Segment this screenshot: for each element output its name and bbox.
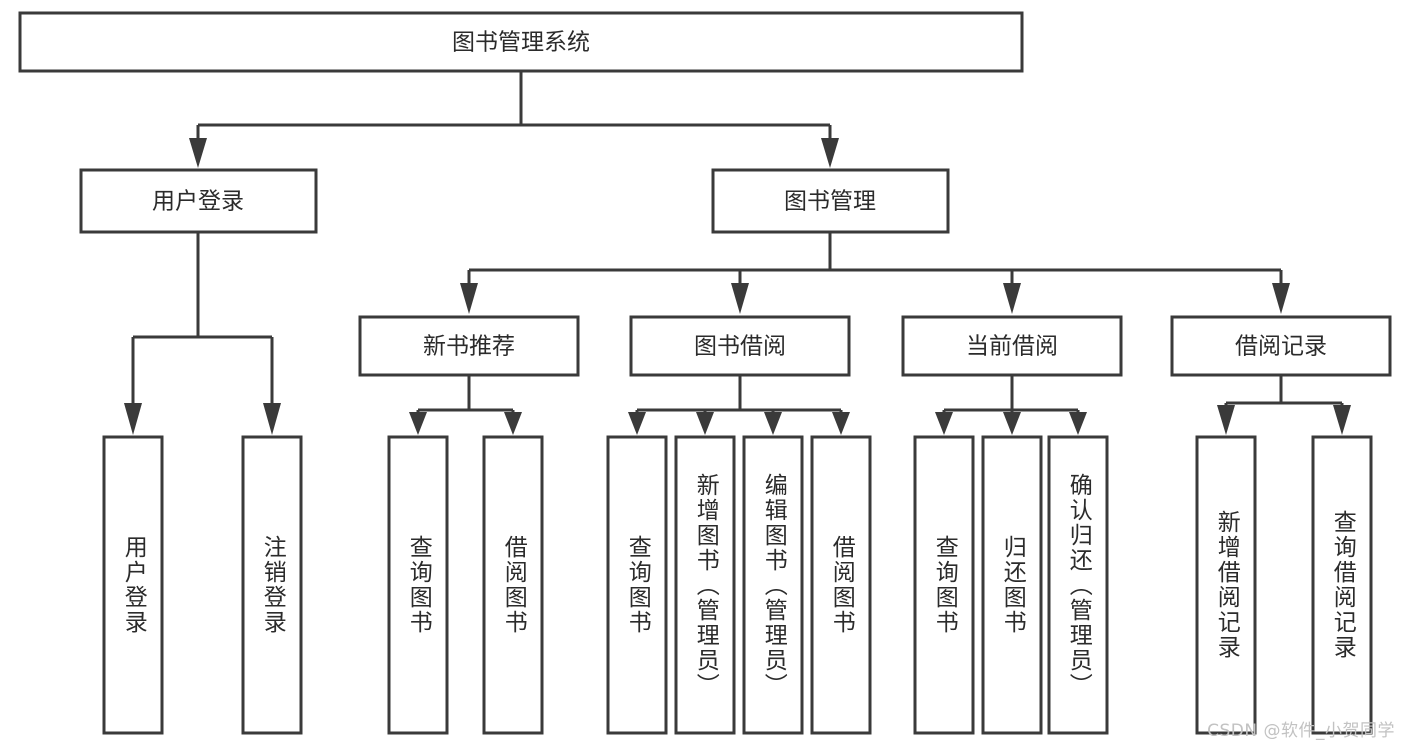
- arrow-head-leaf-return-book: [1003, 412, 1021, 435]
- leaf-box-query-book-2[interactable]: [606, 435, 668, 735]
- leaf-box-query-book-3[interactable]: [913, 435, 975, 735]
- node-book-borrow-label: 图书借阅: [694, 334, 786, 360]
- leaf-box-user-login[interactable]: [102, 435, 164, 735]
- arrow-head-leaf-borrow-book-1: [504, 412, 522, 435]
- node-book-manage-box[interactable]: [711, 168, 950, 234]
- leaf-box-query-book-1[interactable]: [387, 435, 449, 735]
- node-user-login-label: 用户登录: [152, 189, 244, 215]
- arrow-head-user-login: [189, 138, 207, 168]
- leaf-box-confirm-return[interactable]: [1047, 435, 1109, 735]
- node-new-book-recommend-box[interactable]: [358, 315, 580, 377]
- node-root-box[interactable]: [18, 11, 1024, 73]
- leaf-box-add-record[interactable]: [1195, 435, 1257, 735]
- leaf-box-borrow-book-2[interactable]: [810, 435, 872, 735]
- leaf-box-add-book[interactable]: [674, 435, 736, 735]
- arrow-head-book-borrow: [731, 283, 749, 314]
- leaf-box-user-logout[interactable]: [241, 435, 303, 735]
- node-borrow-record-label: 借阅记录: [1235, 334, 1327, 360]
- arrow-head-leaf-borrow-book-2: [832, 412, 850, 435]
- leaf-boxes-layer: [102, 435, 1373, 735]
- node-root[interactable]: 图书管理系统: [18, 11, 1024, 73]
- node-current-borrow-box[interactable]: [901, 315, 1123, 377]
- node-book-borrow[interactable]: 图书借阅: [629, 315, 851, 377]
- arrow-head-leaf-add-book: [696, 412, 714, 435]
- node-book-borrow-box[interactable]: [629, 315, 851, 377]
- arrow-head-leaf-query-book-2: [628, 412, 646, 435]
- connector-layer: [124, 72, 1351, 435]
- leaf-box-query-record[interactable]: [1311, 435, 1373, 735]
- leaf-box-borrow-book-1[interactable]: [482, 435, 544, 735]
- leaf-box-edit-book[interactable]: [742, 435, 804, 735]
- arrow-head-book-manage: [821, 138, 839, 168]
- arrow-head-leaf-query-book-3: [935, 412, 953, 435]
- watermark-text: CSDN @软件_小贺同学: [1207, 721, 1395, 741]
- node-current-borrow[interactable]: 当前借阅: [901, 315, 1123, 377]
- arrow-head-leaf-user-login: [124, 403, 142, 435]
- node-current-borrow-label: 当前借阅: [966, 334, 1058, 360]
- arrow-head-borrow-record: [1272, 283, 1290, 314]
- leaf-box-return-book[interactable]: [981, 435, 1043, 735]
- node-new-book-recommend-label: 新书推荐: [423, 334, 515, 360]
- arrow-head-new-book-recommend: [460, 283, 478, 314]
- node-root-label: 图书管理系统: [452, 30, 590, 56]
- arrow-head-leaf-query-book-1: [409, 412, 427, 435]
- node-new-book-recommend[interactable]: 新书推荐: [358, 315, 580, 377]
- arrow-head-leaf-confirm-return: [1069, 412, 1087, 435]
- arrow-head-leaf-edit-book: [764, 412, 782, 435]
- node-borrow-record[interactable]: 借阅记录: [1170, 315, 1392, 377]
- node-user-login-box[interactable]: [79, 168, 318, 234]
- node-borrow-record-box[interactable]: [1170, 315, 1392, 377]
- node-book-manage[interactable]: 图书管理: [711, 168, 950, 234]
- arrow-head-leaf-user-logout: [263, 403, 281, 435]
- arrow-head-leaf-query-record: [1333, 405, 1351, 435]
- node-user-login[interactable]: 用户登录: [79, 168, 318, 234]
- node-book-manage-label: 图书管理: [784, 189, 876, 215]
- arrow-head-leaf-add-record: [1217, 405, 1235, 435]
- arrow-head-current-borrow: [1003, 283, 1021, 314]
